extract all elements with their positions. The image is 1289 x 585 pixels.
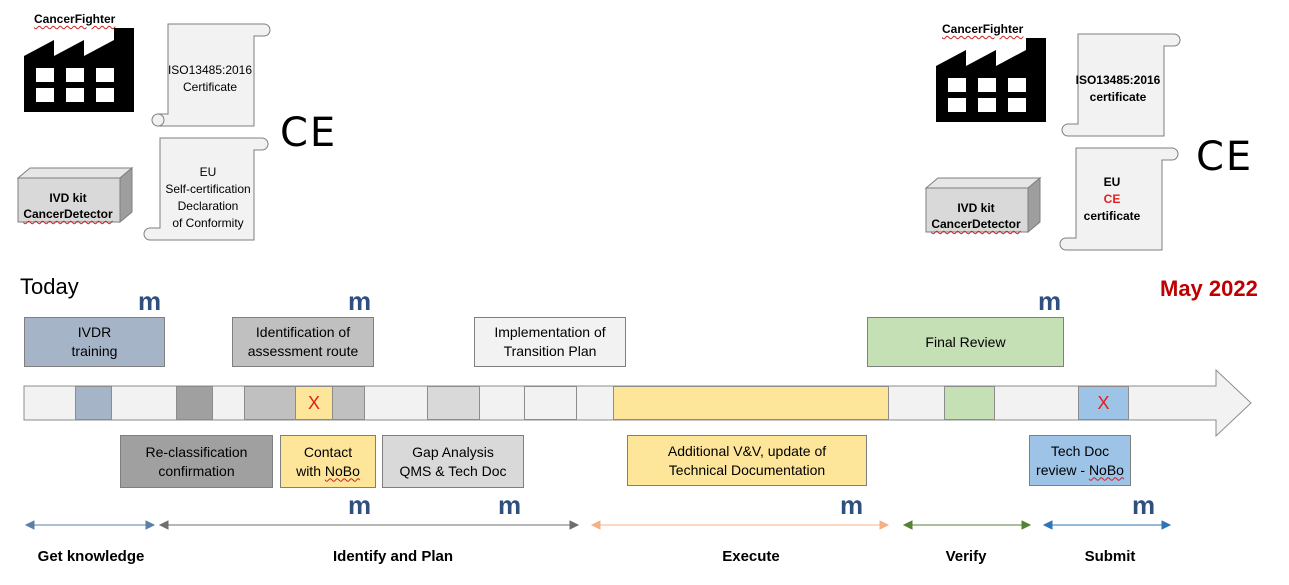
- contact-with: with: [296, 462, 325, 479]
- techdoc-line2: review - NoBo: [1036, 461, 1124, 480]
- phase-label-identify: Identify and Plan: [332, 548, 453, 565]
- phase-arrow-knowledge: [24, 520, 156, 530]
- milestone-marker: m: [1038, 286, 1062, 316]
- timeline-segment-reclass: [176, 386, 213, 420]
- phase-label-submit: Submit: [1084, 548, 1136, 565]
- contact-line1: Contact: [303, 443, 353, 460]
- phase-arrow-execute: [590, 520, 890, 530]
- right-factory: CancerFighter: [928, 20, 1058, 124]
- cert2-line: Declaration: [177, 199, 239, 213]
- left-cert1-text: ISO13485:2016 Certificate: [167, 63, 253, 94]
- factory-label: CancerFighter: [34, 12, 116, 26]
- task-identification-route: Identification of assessment route: [232, 317, 374, 367]
- cert2-line: Self-certification: [165, 182, 251, 196]
- milestone-marker: m: [138, 286, 162, 316]
- timeline-segment-gap: [427, 386, 480, 420]
- left-factory: CancerFighter: [20, 10, 150, 114]
- right-scroll-cert1-icon: [1061, 33, 1181, 137]
- phase-arrow-verify: [902, 520, 1032, 530]
- left-scroll-cert1-icon: [151, 23, 271, 127]
- task-gap-analysis: Gap Analysis QMS & Tech Doc: [382, 435, 524, 488]
- left-kit-box-icon: [16, 166, 134, 224]
- x-mark: X: [307, 392, 320, 413]
- cert2-line-ce: CE: [1103, 192, 1121, 206]
- timeline-start-label: Today: [20, 274, 79, 299]
- task-final-review: Final Review: [867, 317, 1064, 367]
- techdoc-review: review -: [1036, 461, 1089, 478]
- left-cert2-text: EU Self-certification Declaration of Con…: [160, 164, 256, 232]
- timeline-segment-techdoc: X: [1078, 386, 1129, 420]
- kit-line2: CancerDetector: [23, 207, 113, 221]
- right-cert1-text: ISO13485:2016 certificate: [1075, 73, 1161, 104]
- milestone-marker: m: [840, 490, 864, 520]
- phase-arrows: [24, 520, 1172, 530]
- contact-line2: with NoBo: [296, 462, 360, 481]
- phase-label-verify: Verify: [945, 548, 987, 565]
- right-kit-text: IVD kit CancerDetector: [926, 200, 1026, 232]
- cert2-line: EU: [199, 165, 217, 179]
- task-contact-nobo: Contact with NoBo: [280, 435, 376, 488]
- timeline-segment-implementation: [524, 386, 577, 420]
- milestone-marker: m: [498, 490, 522, 520]
- task-vv: Additional V&V, update of Technical Docu…: [627, 435, 867, 486]
- left-ce-mark: CE: [280, 110, 338, 156]
- task-ivdr-training: IVDR training: [24, 317, 165, 367]
- factory-label: CancerFighter: [942, 22, 1024, 36]
- timeline-segment-ivdr: [75, 386, 112, 420]
- phase-arrow-submit: [1042, 520, 1172, 530]
- phase-label-execute: Execute: [722, 548, 780, 565]
- contact-nobo: NoBo: [324, 462, 360, 479]
- milestone-marker: m: [348, 286, 372, 316]
- right-cert2-text: EU CE certificate: [1064, 174, 1160, 225]
- kit-line1: IVD kit: [957, 201, 995, 215]
- phase-arrow-identify: [158, 520, 580, 530]
- factory-icon: [936, 38, 1046, 122]
- timeline-segment-vv: [613, 386, 889, 420]
- phase-label-knowledge: Get knowledge: [37, 548, 145, 565]
- milestone-marker: m: [1132, 490, 1156, 520]
- techdoc-line1: Tech Doc: [1050, 442, 1110, 459]
- task-techdoc-review: Tech Doc review - NoBo: [1029, 435, 1131, 486]
- kit-line1: IVD kit: [49, 191, 87, 205]
- left-scroll-cert2-icon: [143, 137, 269, 241]
- task-implementation: Implementation of Transition Plan: [474, 317, 626, 367]
- right-kit-box-icon: [924, 176, 1042, 234]
- cert2-line: of Conformity: [172, 216, 244, 230]
- cert2-line: EU: [1103, 175, 1121, 189]
- x-mark: X: [1097, 392, 1110, 413]
- left-kit-text: IVD kit CancerDetector: [18, 190, 118, 222]
- timeline-segment-contact: X: [295, 386, 333, 420]
- right-ce-mark: CE: [1196, 134, 1254, 180]
- factory-icon: [24, 28, 134, 112]
- right-scroll-cert2-icon: [1059, 147, 1179, 251]
- milestone-marker: m: [348, 490, 372, 520]
- timeline-segment-final-review: [944, 386, 995, 420]
- cert2-line: certificate: [1083, 209, 1141, 223]
- timeline-end-label: May 2022: [1160, 276, 1258, 301]
- kit-line2: CancerDetector: [931, 217, 1021, 231]
- task-reclassification: Re-classification confirmation: [120, 435, 273, 488]
- techdoc-nobo: NoBo: [1088, 461, 1124, 478]
